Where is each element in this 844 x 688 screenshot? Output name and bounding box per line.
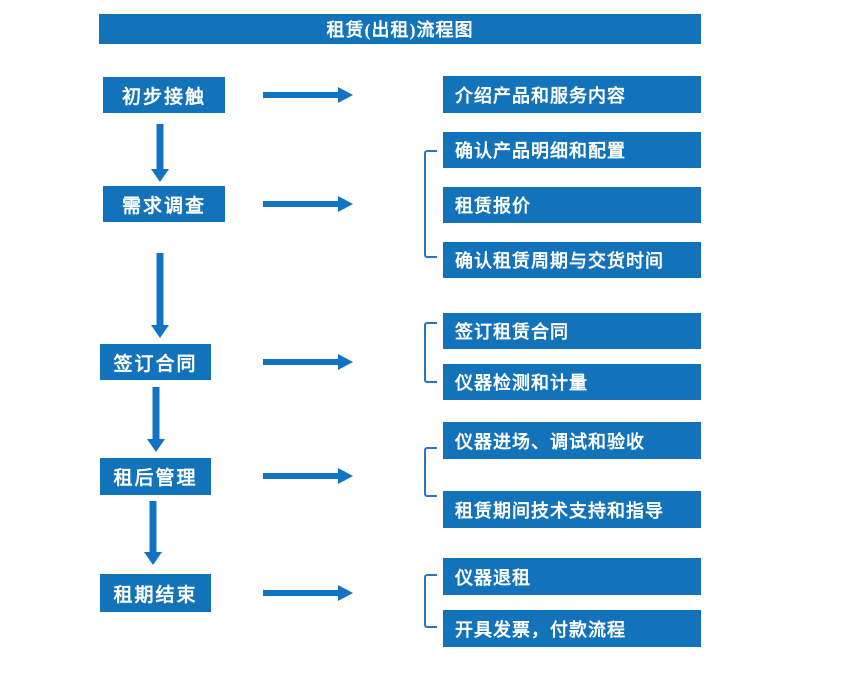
bracket-connector: [424, 574, 437, 628]
substep-box-confirm-period: 确认租赁周期与交货时间: [443, 242, 701, 278]
bracket-connector: [424, 322, 437, 383]
bracket-connector: [424, 447, 437, 497]
bracket-connector: [424, 150, 437, 258]
substep-box-tech-support: 租赁期间技术支持和指导: [443, 491, 701, 528]
arrow-down-icon: [144, 501, 162, 565]
arrow-down-icon: [147, 387, 165, 452]
flowchart-title: 租赁(出租)流程图: [99, 14, 701, 44]
arrow-down-icon: [151, 253, 169, 338]
substep-box-confirm-details: 确认产品明细和配置: [443, 132, 701, 168]
arrow-right-icon: [263, 354, 353, 370]
substep-box-invoice-payment: 开具发票，付款流程: [443, 610, 701, 647]
substep-box-rental-quote: 租赁报价: [443, 187, 701, 223]
substep-box-instrument-setup: 仪器进场、调试和验收: [443, 422, 701, 459]
stage-box-rental-end: 租期结束: [100, 574, 211, 612]
arrow-right-icon: [263, 87, 353, 103]
stage-box-sign-contract: 签订合同: [100, 344, 211, 380]
substep-box-instrument-return: 仪器退租: [443, 558, 701, 595]
stage-box-post-rental-mgmt: 租后管理: [100, 458, 211, 495]
arrow-right-icon: [263, 468, 353, 484]
arrow-right-icon: [263, 585, 353, 601]
substep-box-instrument-testing: 仪器检测和计量: [443, 364, 701, 400]
arrow-down-icon: [151, 124, 169, 182]
substep-box-sign-rental-contract: 签订租赁合同: [443, 313, 701, 349]
stage-box-demand-survey: 需求调查: [103, 186, 225, 222]
stage-box-initial-contact: 初步接触: [103, 77, 225, 113]
arrow-right-icon: [263, 196, 353, 212]
substep-box-introduce-products: 介绍产品和服务内容: [443, 76, 701, 113]
